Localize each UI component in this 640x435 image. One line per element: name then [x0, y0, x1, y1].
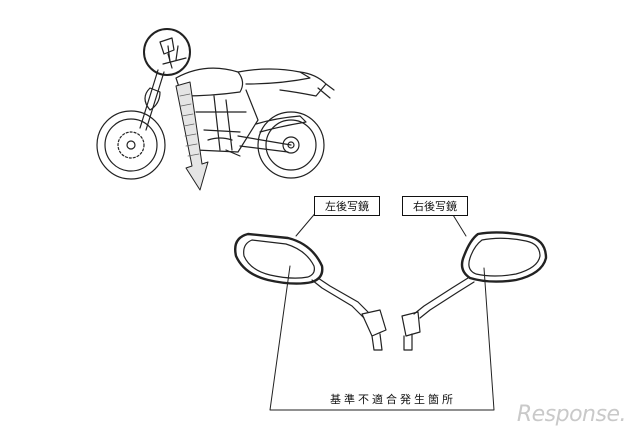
front-wheel [96, 110, 166, 180]
left-mirror-illustration [234, 232, 387, 351]
mirror-highlight-circle [143, 28, 191, 76]
right-mirror-label: 右後写鏡 [402, 196, 468, 216]
nonconformity-bracket [269, 265, 495, 411]
downward-arrow [175, 81, 209, 191]
left-mirror-label: 左後写鏡 [314, 196, 380, 216]
nonconformity-label: 基準不適合発生箇所 [330, 393, 456, 406]
right-mirror-illustration [401, 231, 548, 351]
motorcycle-illustration [96, 28, 335, 191]
watermark-logo: Response. [516, 402, 627, 427]
rear-wheel [257, 111, 325, 179]
